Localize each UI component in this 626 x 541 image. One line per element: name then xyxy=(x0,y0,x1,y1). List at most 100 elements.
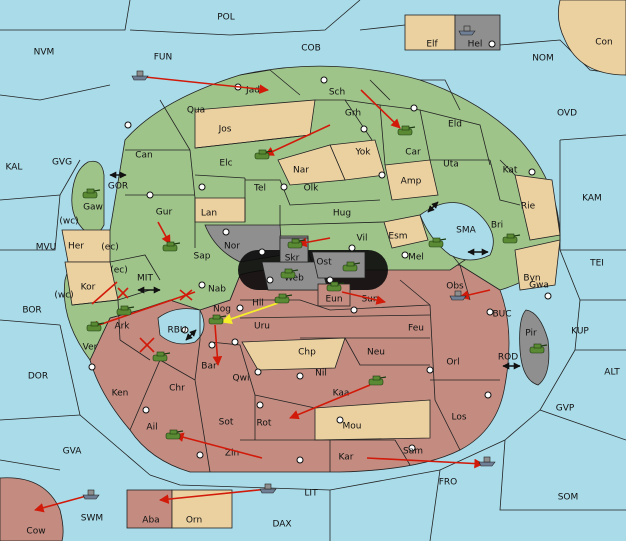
army-unit[interactable] xyxy=(287,238,306,249)
label-esm: Esm xyxy=(388,232,407,242)
label-jad: Jad xyxy=(245,86,260,96)
label-byn: Byn xyxy=(523,274,540,284)
label-nvm: NVM xyxy=(34,48,55,58)
label-bar: Bar xyxy=(201,362,217,372)
label-ec2: (ec) xyxy=(110,266,128,276)
fleet-unit[interactable] xyxy=(82,489,100,500)
tan-provinces xyxy=(61,99,561,441)
label-fun: FUN xyxy=(154,53,173,63)
fleet-unit[interactable] xyxy=(259,483,277,494)
label-mit: MIT xyxy=(137,274,153,284)
label-kaa: Kaa xyxy=(333,389,350,399)
army-unit[interactable] xyxy=(208,314,227,325)
army-unit[interactable] xyxy=(342,261,361,272)
label-nar: Nar xyxy=(293,166,309,176)
label-swm: SWM xyxy=(81,514,103,524)
label-wc2: (wc) xyxy=(54,291,73,301)
army-unit[interactable] xyxy=(165,429,184,440)
army-unit[interactable] xyxy=(428,237,447,248)
label-bri: Bri xyxy=(491,221,503,231)
label-gaw: Gaw xyxy=(83,203,103,213)
army-unit[interactable] xyxy=(274,293,293,304)
label-kam: KAM xyxy=(582,194,602,204)
region-chp[interactable] xyxy=(241,337,346,371)
army-unit[interactable] xyxy=(82,188,101,199)
army-unit[interactable] xyxy=(152,351,171,362)
army-units xyxy=(82,125,548,440)
region-cow[interactable] xyxy=(0,477,64,541)
army-unit[interactable] xyxy=(502,233,521,244)
label-nog: Nog xyxy=(213,305,231,315)
order-arrows xyxy=(34,76,491,513)
label-sam: Sam xyxy=(403,447,423,457)
army-unit[interactable] xyxy=(529,343,548,354)
label-vil: Vil xyxy=(357,234,368,244)
supply-centers xyxy=(88,40,552,464)
label-lit: LIT xyxy=(304,489,318,499)
label-kar: Kar xyxy=(339,453,354,463)
label-amp: Amp xyxy=(401,177,422,187)
region-byn[interactable] xyxy=(514,239,561,291)
label-jos: Jos xyxy=(218,125,232,135)
label-yok: Yok xyxy=(354,148,371,158)
label-nor: Nor xyxy=(224,242,240,252)
label-nil: Nil xyxy=(315,369,327,379)
label-som: SOM xyxy=(558,493,579,503)
label-tei: TEI xyxy=(589,259,604,269)
label-feu: Feu xyxy=(408,324,424,334)
army-unit[interactable] xyxy=(326,281,345,292)
region-nar[interactable] xyxy=(277,144,346,186)
label-elc: Elc xyxy=(219,159,232,169)
label-nom: NOM xyxy=(532,54,554,64)
label-sun: Sun xyxy=(361,295,378,305)
army-unit[interactable] xyxy=(368,375,387,386)
label-sma: SMA xyxy=(456,226,476,236)
label-tel: Tel xyxy=(253,184,266,194)
army-unit[interactable] xyxy=(397,125,416,136)
label-sot: Sot xyxy=(219,418,234,428)
label-skr: Skr xyxy=(285,254,300,264)
label-gur: Gur xyxy=(156,208,173,218)
label-aba: Aba xyxy=(142,516,159,526)
region-amp[interactable] xyxy=(384,159,439,201)
label-dax: DAX xyxy=(272,520,291,530)
label-gor: GOR xyxy=(108,182,128,192)
label-ver: Ver xyxy=(83,343,98,353)
army-unit[interactable] xyxy=(86,321,105,332)
region-con[interactable] xyxy=(557,0,626,76)
label-nab: Nab xyxy=(208,285,226,295)
fleet-unit[interactable] xyxy=(458,25,476,36)
label-qwi: Qwi xyxy=(233,374,250,384)
label-ost: Ost xyxy=(316,258,332,268)
label-uru: Uru xyxy=(254,322,270,332)
army-unit[interactable] xyxy=(254,149,273,160)
label-gvg: GVG xyxy=(52,158,72,168)
label-los: Los xyxy=(451,413,466,423)
army-unit[interactable] xyxy=(116,305,135,316)
label-orn: Orn xyxy=(186,516,202,526)
region-mou[interactable] xyxy=(314,399,431,441)
label-web: Web xyxy=(284,274,304,284)
label-mel: Mel xyxy=(408,253,424,263)
fleet-unit[interactable] xyxy=(478,456,496,467)
label-buc: BUC xyxy=(492,310,511,320)
fleet-unit[interactable] xyxy=(449,290,467,301)
label-rot: Rot xyxy=(257,419,272,429)
label-uta: Uta xyxy=(443,160,459,170)
label-rie: Rie xyxy=(521,202,536,212)
label-kat: Kat xyxy=(503,166,518,176)
fleet-unit[interactable] xyxy=(131,70,149,81)
region-esm[interactable] xyxy=(383,214,429,249)
label-ovd: OVD xyxy=(557,109,577,119)
label-sch: Sch xyxy=(329,88,345,98)
label-lan: Lan xyxy=(201,209,217,219)
region-rie[interactable] xyxy=(514,174,561,241)
label-ark: Ark xyxy=(114,322,130,332)
army-unit[interactable] xyxy=(280,268,299,279)
label-orl: Orl xyxy=(446,358,459,368)
label-zin: Zin xyxy=(225,449,239,459)
army-unit[interactable] xyxy=(162,241,181,252)
label-cow: Cow xyxy=(26,527,45,537)
